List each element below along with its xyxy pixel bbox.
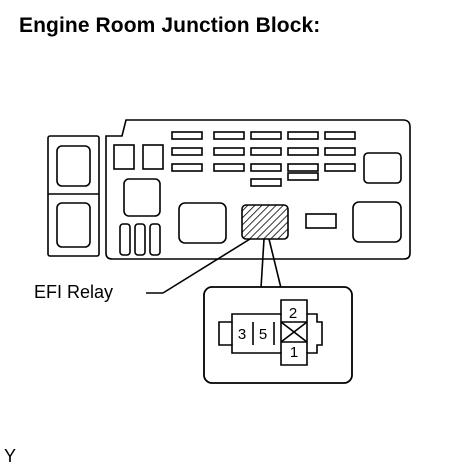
pin-1-label: 1 <box>290 344 298 361</box>
connector-leader-right <box>268 238 282 289</box>
efi-relay-location <box>241 204 289 240</box>
corner-mark: Y <box>4 446 17 466</box>
efi-relay-label: EFI Relay <box>34 282 114 302</box>
pin-2-label: 2 <box>289 305 297 322</box>
left-fuse-block <box>47 135 100 257</box>
diagram-title: Engine Room Junction Block: <box>19 14 321 37</box>
relay-connector <box>218 299 323 366</box>
pin-3-label: 3 <box>238 326 246 343</box>
junction-block-outline <box>105 119 411 260</box>
connector-leader-left <box>260 238 265 289</box>
connector-detail-frame <box>203 286 353 384</box>
pin-5-label: 5 <box>259 326 267 343</box>
